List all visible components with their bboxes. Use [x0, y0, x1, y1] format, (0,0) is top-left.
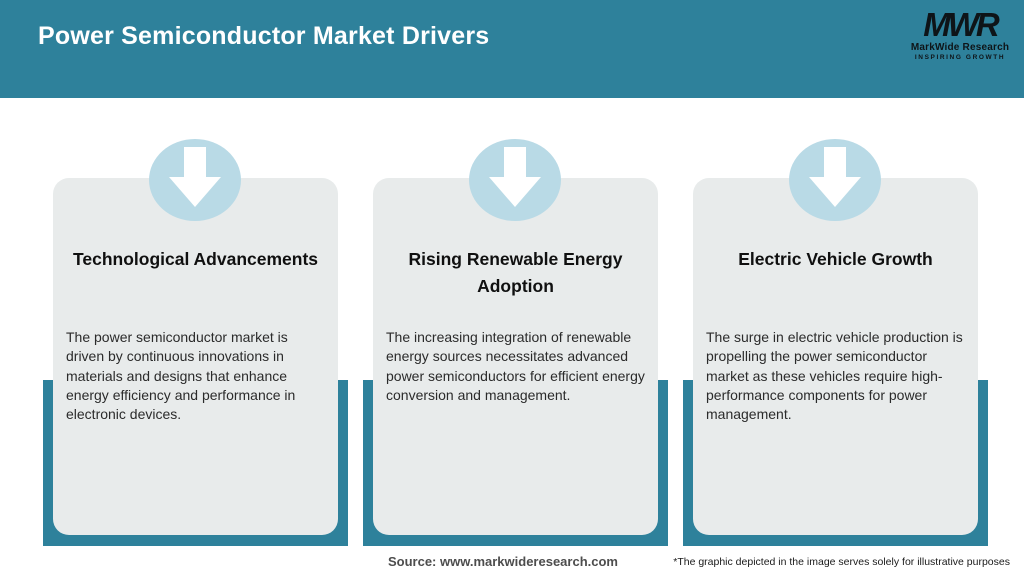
disclaimer-text: *The graphic depicted in the image serve…	[673, 556, 1010, 568]
header-bar: Power Semiconductor Market Drivers MWR M…	[0, 0, 1024, 98]
logo-acronym: MWR	[923, 6, 999, 43]
down-arrow-icon	[469, 139, 561, 221]
logo-name: MarkWide Research	[910, 42, 1010, 53]
source-text: Source: www.markwideresearch.com	[387, 554, 618, 569]
brand-logo: MWR MarkWide Research INSPIRING GROWTH	[908, 8, 1012, 62]
card-technological-advancements: Technological Advancements The power sem…	[53, 178, 338, 535]
down-arrow-icon	[789, 139, 881, 221]
card-body: The surge in electric vehicle production…	[706, 329, 963, 423]
card-electric-vehicle-growth: Electric Vehicle Growth The surge in ele…	[693, 178, 978, 535]
card-body: The increasing integration of renewable …	[386, 329, 645, 403]
card-title: Technological Advancements	[72, 249, 319, 269]
card-body: The power semiconductor market is driven…	[66, 329, 296, 423]
down-arrow-icon	[149, 139, 241, 221]
page-title: Power Semiconductor Market Drivers	[38, 22, 490, 50]
card-title: Electric Vehicle Growth	[738, 249, 933, 269]
logo-tagline: INSPIRING GROWTH	[914, 54, 1006, 61]
card-title: Rising Renewable Energy Adoption	[408, 249, 623, 297]
card-rising-renewable-energy-adoption: Rising Renewable Energy Adoption The inc…	[373, 178, 658, 535]
